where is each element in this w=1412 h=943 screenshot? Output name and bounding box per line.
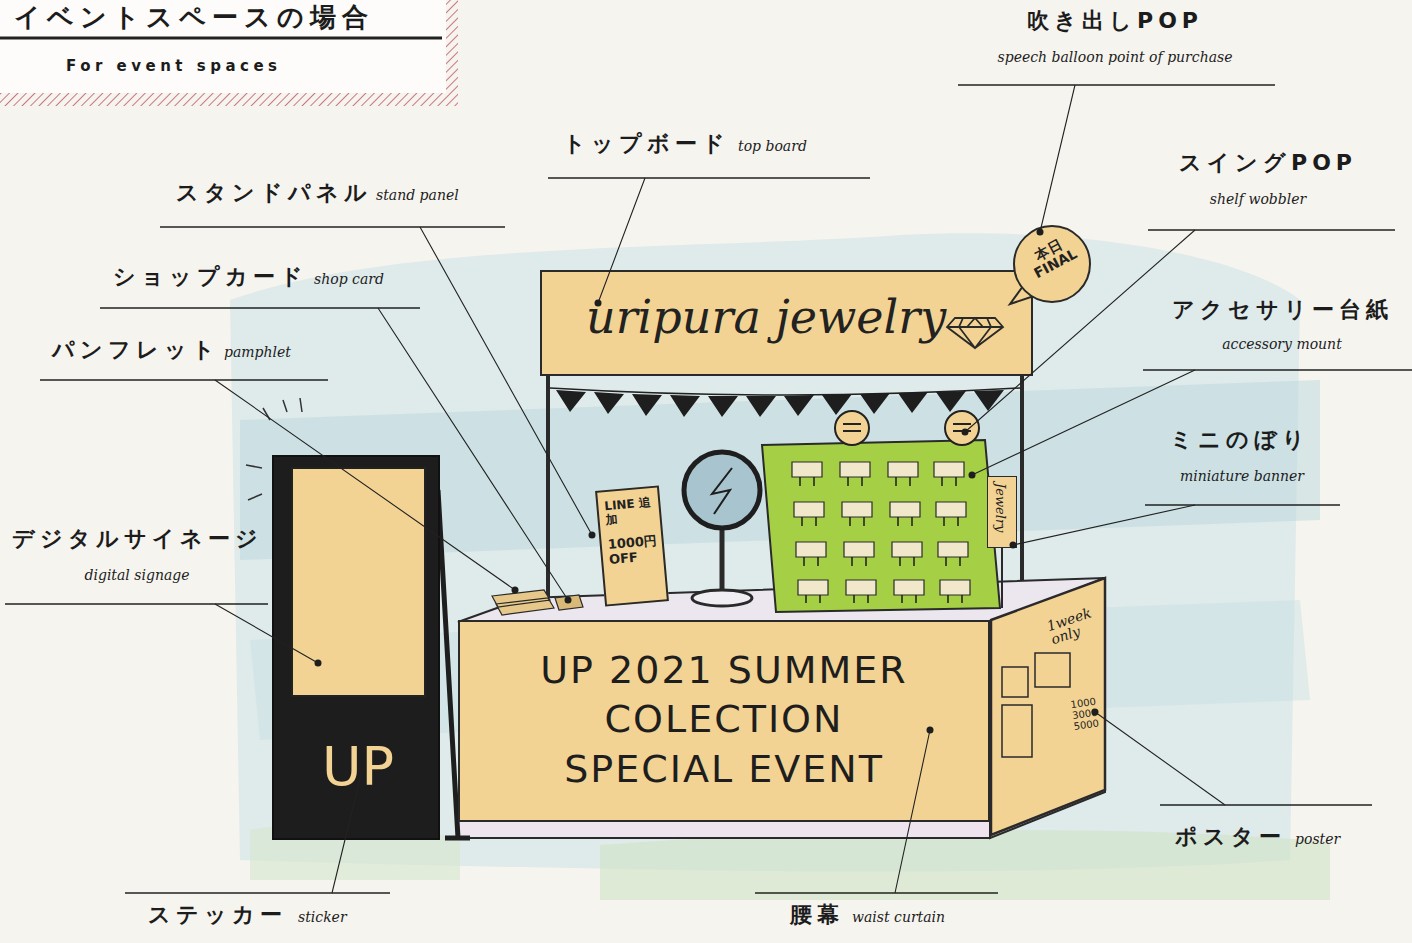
callout-label: スタンドパネル: [176, 180, 372, 206]
shop-name: uripura jewelry: [586, 290, 946, 344]
header-box: [0, 0, 446, 93]
callout-label-en: top board: [738, 138, 807, 155]
mirror-base: [692, 590, 752, 606]
banner-text: Jewelry: [993, 483, 1008, 532]
mini-banner: Jewelry: [987, 476, 1017, 548]
shelf-wobbler: [945, 411, 979, 445]
callout-label: デジタルサイネージ: [12, 526, 263, 552]
leader-dot: [1037, 229, 1044, 236]
sticker-text: UP: [322, 735, 394, 798]
curtain-text: UP 2021 SUMMER COLECTION SPECIAL EVENT: [514, 646, 934, 794]
callout-label: 腰幕: [790, 902, 844, 928]
mirror: [684, 452, 760, 528]
panel-text: LINE 追加: [597, 488, 660, 529]
digital-signage: UP: [272, 455, 440, 840]
subtitle: For event spaces: [66, 57, 282, 75]
callout-label: パンフレット: [52, 337, 220, 363]
leader-dot: [969, 472, 976, 479]
signage-screen: [292, 468, 425, 696]
callout-label: ミニのぼり: [1170, 427, 1310, 453]
page-title: イベントスペースの場合: [14, 2, 374, 33]
mirror-stem: [720, 528, 725, 592]
callout-label-en: sticker: [298, 909, 347, 926]
header-hatch: [0, 0, 458, 106]
callout-label: スイングPOP: [1179, 150, 1357, 176]
watercolor-wash: [230, 233, 1300, 871]
callout-label: ショップカード: [113, 264, 308, 290]
callout-label: トップボード: [563, 131, 730, 157]
poster-prices: 1000 3000 5000: [1070, 695, 1104, 732]
speech-balloon: 本日 FINAL: [1004, 222, 1100, 310]
leader-dot: [565, 597, 572, 604]
leader-dot: [1010, 542, 1017, 549]
stand-panel: LINE 追加1000円 OFF: [595, 485, 669, 606]
poster-frames: [1002, 653, 1070, 757]
panel-text: 1000円 OFF: [600, 523, 663, 568]
leader-dot: [589, 532, 596, 539]
poster-outline: [991, 578, 1105, 835]
callout-label: ステッカー: [148, 902, 287, 928]
leader-dot: [359, 767, 366, 774]
leader-dot: [1092, 709, 1099, 716]
leader-dot: [927, 727, 934, 734]
balloon-outline: [1014, 226, 1090, 302]
callout-label: アクセサリー台紙: [1172, 297, 1393, 323]
callout-label-en: speech balloon point of purchase: [998, 49, 1233, 66]
leader-dot: [962, 429, 969, 436]
top-board: uripura jewelry: [540, 270, 1033, 376]
leader-dot: [512, 587, 519, 594]
callout-label-en: accessory mount: [1222, 336, 1342, 353]
tent-pole: [1020, 370, 1024, 586]
leader-dot: [315, 660, 322, 667]
callout-label-en: digital signage: [84, 567, 189, 584]
callout-label-en: pamphlet: [224, 344, 291, 361]
callout-label-en: stand panel: [376, 187, 459, 204]
tent-pole: [546, 370, 550, 602]
callout-label-en: shop card: [314, 271, 384, 288]
waist-curtain: UP 2021 SUMMER COLECTION SPECIAL EVENT: [458, 620, 990, 822]
leader-dots: [315, 229, 1099, 774]
header-rule: [0, 37, 442, 40]
leader-line: [215, 85, 1225, 893]
bunting-flags: [556, 390, 1004, 417]
callout-label-en: waist curtain: [852, 909, 945, 926]
mirror-glint: [712, 468, 732, 514]
callout-underline: [5, 85, 1412, 893]
diamond-icon: [947, 318, 1003, 348]
callout-label-en: shelf wobbler: [1210, 191, 1306, 208]
leader-dot: [595, 300, 602, 307]
shop-card-stack: [555, 595, 583, 610]
callout-label-en: poster: [1295, 831, 1340, 848]
banner-pole: [1001, 545, 1003, 608]
poster: 1week only1000 3000 5000: [990, 575, 1106, 837]
shelf-wobbler: [835, 411, 869, 445]
callout-label: ポスター: [1175, 824, 1286, 850]
earrings: [800, 477, 962, 603]
accessory-stand: [762, 440, 1000, 612]
callout-label: 吹き出しPOP: [1027, 8, 1203, 34]
wobbler-marks: [843, 424, 971, 431]
accessory-mounts: [792, 462, 970, 595]
pamphlet-stack: [492, 590, 554, 615]
callout-label-en: miniature banner: [1180, 468, 1304, 485]
